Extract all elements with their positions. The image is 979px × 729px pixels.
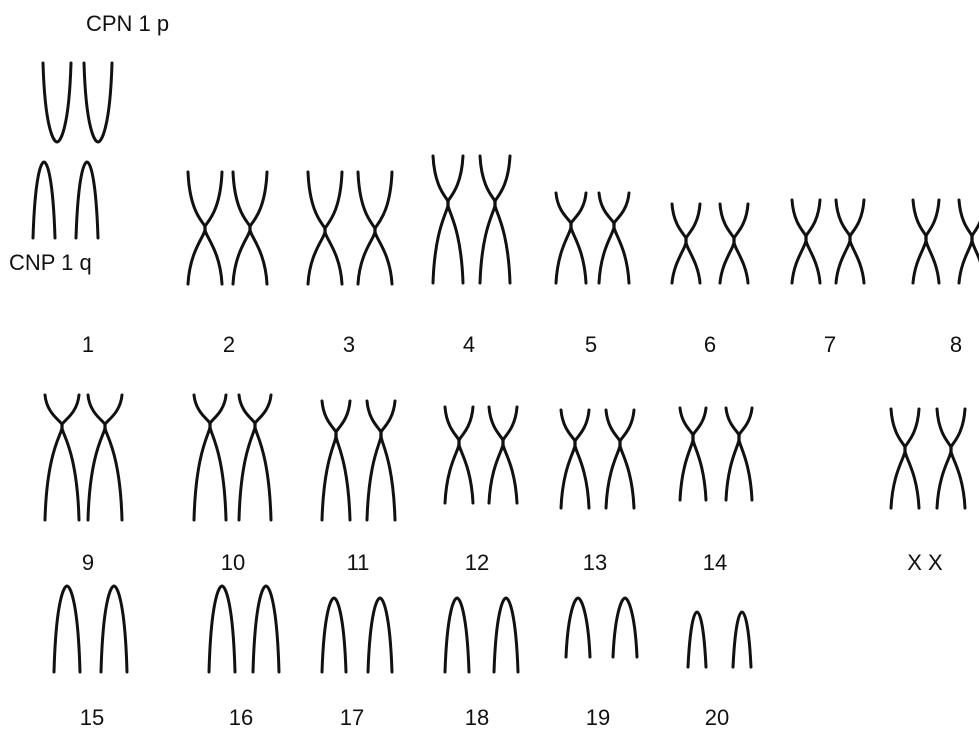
chromosome-10 bbox=[239, 395, 271, 520]
chromosome-3 bbox=[308, 172, 342, 284]
chromosome-18 bbox=[494, 598, 518, 672]
chromosome-9 bbox=[45, 395, 79, 520]
label-chr-10: 10 bbox=[221, 550, 245, 575]
chromosome-1-q-arm bbox=[76, 162, 98, 238]
chromosome-7 bbox=[836, 200, 864, 283]
label-chr-6: 6 bbox=[704, 332, 716, 357]
label-chr-9: 9 bbox=[82, 550, 94, 575]
chromosome-2 bbox=[188, 172, 222, 284]
chromosome-4 bbox=[433, 156, 463, 283]
chromosome-9 bbox=[88, 395, 122, 520]
chromosome-4 bbox=[480, 156, 510, 283]
chromosome-18 bbox=[445, 598, 469, 672]
label-chr-5: 5 bbox=[585, 332, 597, 357]
label-chr-17: 17 bbox=[340, 705, 364, 729]
chromosome-19 bbox=[613, 598, 637, 657]
chromosome-19 bbox=[566, 598, 590, 657]
label-chr-16: 16 bbox=[229, 705, 253, 729]
chromosome-group bbox=[33, 63, 979, 672]
q-arm-label: CNP 1 q bbox=[9, 250, 92, 275]
chromosome-9 bbox=[88, 395, 122, 520]
label-chr-1: 1 bbox=[82, 332, 94, 357]
chromosome-10 bbox=[239, 395, 271, 520]
chromosome-10 bbox=[194, 395, 226, 520]
chromosome-10 bbox=[194, 395, 226, 520]
chromosome-1-p-arm bbox=[43, 63, 71, 142]
chromosome-17 bbox=[322, 598, 346, 672]
chromosome-x bbox=[937, 409, 965, 508]
chromosome-15 bbox=[101, 586, 127, 672]
label-chr-19: 19 bbox=[586, 705, 610, 729]
chromosome-17 bbox=[368, 598, 392, 672]
chromosome-16 bbox=[209, 586, 235, 672]
chromosome-4 bbox=[480, 156, 510, 283]
chromosome-x bbox=[891, 409, 919, 508]
chromosome-6 bbox=[672, 204, 700, 283]
label-chr-11: 11 bbox=[347, 550, 370, 575]
chromosome-16 bbox=[253, 586, 279, 672]
label-chr-8: 8 bbox=[950, 332, 962, 357]
chromosome-8 bbox=[913, 200, 939, 283]
label-chr-7: 7 bbox=[824, 332, 836, 357]
label-chr-x: X X bbox=[907, 550, 943, 575]
chromosome-x bbox=[891, 409, 919, 508]
chromosome-2 bbox=[233, 172, 267, 284]
corner-logo-fragment bbox=[786, 0, 962, 16]
chromosome-9 bbox=[45, 395, 79, 520]
label-chr-18: 18 bbox=[465, 705, 489, 729]
chromosome-20 bbox=[733, 612, 751, 667]
label-chr-13: 13 bbox=[583, 550, 607, 575]
label-chr-15: 15 bbox=[80, 705, 104, 729]
chromosome-7 bbox=[792, 200, 820, 283]
label-chr-20: 20 bbox=[705, 705, 729, 729]
label-chr-4: 4 bbox=[463, 332, 475, 357]
label-chr-12: 12 bbox=[465, 550, 489, 575]
chromosome-x bbox=[937, 409, 965, 508]
chromosome-1-q-arm bbox=[33, 162, 55, 238]
chromosome-4 bbox=[433, 156, 463, 283]
label-chr-3: 3 bbox=[343, 332, 355, 357]
chromosome-1-p-arm bbox=[84, 63, 112, 142]
label-chr-14: 14 bbox=[703, 550, 727, 575]
chromosome-6 bbox=[720, 204, 748, 283]
chromosome-20 bbox=[688, 612, 706, 667]
chromosome-15 bbox=[54, 586, 80, 672]
label-chr-2: 2 bbox=[223, 332, 235, 357]
chromosome-3 bbox=[358, 172, 392, 284]
p-arm-label: CPN 1 p bbox=[86, 11, 169, 36]
